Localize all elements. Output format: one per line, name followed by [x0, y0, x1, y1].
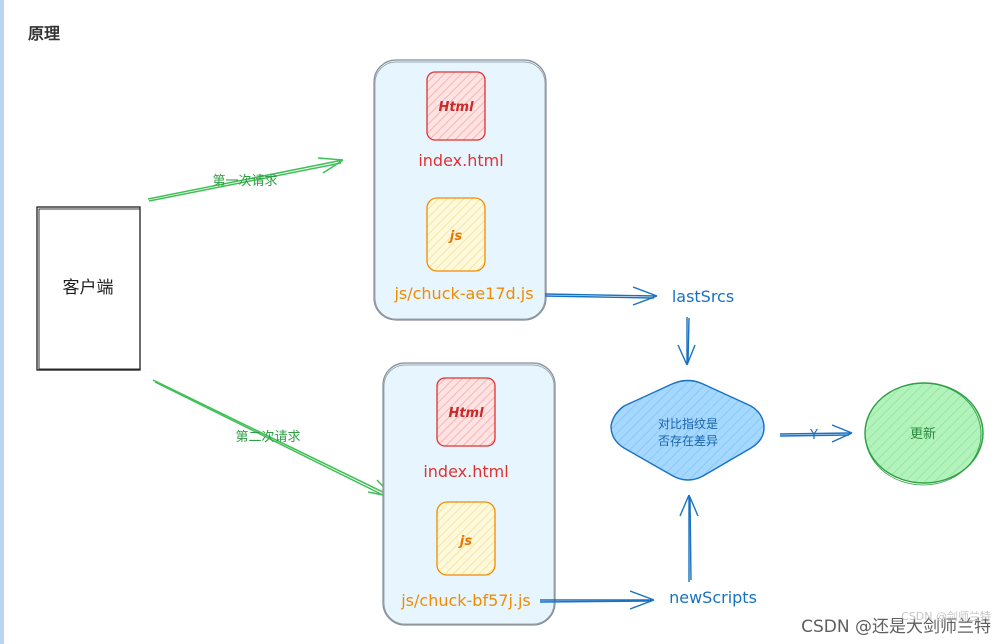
- arrow-to-last-srcs: [544, 286, 658, 306]
- last-srcs-label: lastSrcs: [672, 287, 734, 306]
- update-label: 更新: [910, 426, 936, 442]
- page-left-border: [0, 0, 4, 644]
- first-request-arrow: [147, 157, 344, 202]
- js-icon: [436, 501, 496, 576]
- client-label: 客户端: [63, 278, 114, 298]
- html-icon: [426, 71, 486, 141]
- watermark: CSDN @剑师兰特 CSDN @还是大剑师兰特: [801, 610, 991, 637]
- second-html-file: index.html: [423, 462, 508, 481]
- yes-label: Y: [809, 428, 818, 443]
- decision-line-1: 对比指纹是: [658, 416, 718, 431]
- new-scripts-label: newScripts: [669, 588, 757, 607]
- watermark-text: CSDN @还是大剑师兰特: [801, 617, 991, 637]
- js-icon: [426, 197, 486, 272]
- arrow-new-scripts-to-decision: [679, 494, 699, 582]
- second-js-file: js/chuck-bf57j.js: [400, 591, 531, 610]
- yes-arrow: [779, 424, 853, 443]
- first-request-label: 第一次请求: [212, 173, 277, 189]
- js-icon-label: js: [458, 534, 472, 549]
- html-icon-label: Html: [438, 100, 474, 115]
- first-js-file: js/chuck-ae17d.js: [393, 284, 533, 303]
- second-bundle-container: [382, 362, 556, 626]
- client-box: [36, 206, 141, 371]
- html-icon-label: Html: [448, 406, 484, 421]
- decision-line-2: 否存在差异: [658, 434, 718, 448]
- decision-diamond: [610, 379, 765, 481]
- js-icon-label: js: [448, 229, 462, 244]
- first-bundle-container: [373, 59, 547, 321]
- watermark-faint: CSDN @剑师兰特: [901, 610, 991, 623]
- first-html-file: index.html: [418, 151, 503, 170]
- html-icon: [436, 377, 496, 447]
- arrow-last-srcs-to-decision: [677, 317, 696, 366]
- update-circle: [864, 382, 984, 486]
- arrow-to-new-scripts: [539, 590, 655, 610]
- section-heading: 原理: [28, 24, 61, 43]
- second-request-label: 第二次请求: [235, 429, 300, 445]
